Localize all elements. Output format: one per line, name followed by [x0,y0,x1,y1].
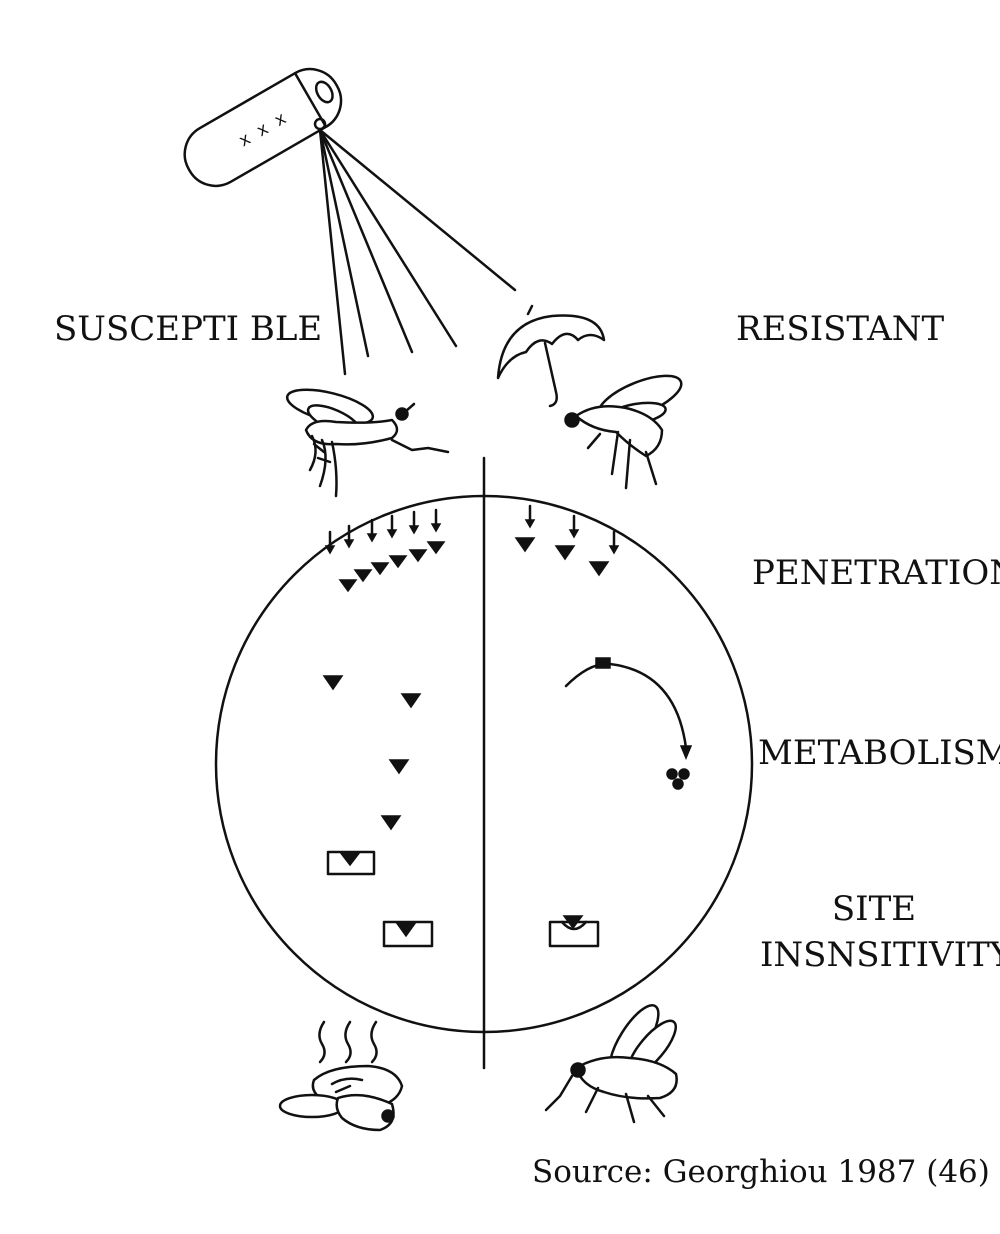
penetration-arrows-resistant [524,504,620,555]
target-site-susceptible-1 [326,850,376,876]
penetration-label: PENETRATION [752,553,1000,593]
insensitivity-label: INSNSITIVITY [760,935,1000,975]
target-site-resistant [548,915,600,948]
resistant-insect-icon [564,374,683,490]
susceptible-label: SUSCEPTI BLE [54,309,323,349]
insecticide-molecules-susceptible [338,541,446,593]
penetration-arrows-susceptible [324,508,442,555]
susceptible-insect-icon [285,388,450,498]
metabolism-molecules-susceptible [322,675,422,831]
metabolism-detox-pathway [564,657,693,790]
target-site-susceptible-2 [382,920,434,948]
umbrella-icon [496,304,606,408]
insect-body-circle [214,494,754,1034]
insecticide-molecules-resistant [514,537,610,577]
spray-lines [318,128,517,376]
metabolism-label: METABOLISM [758,733,1000,773]
site-label: SITE [831,889,917,929]
surviving-insect-icon [544,1004,678,1124]
spray-can-icon: x x x [183,67,343,188]
source-citation: Source: Georghiou 1987 (46) [532,1154,990,1190]
dead-insect-icon [278,1020,404,1132]
resistant-label: RESISTANT [736,309,945,349]
